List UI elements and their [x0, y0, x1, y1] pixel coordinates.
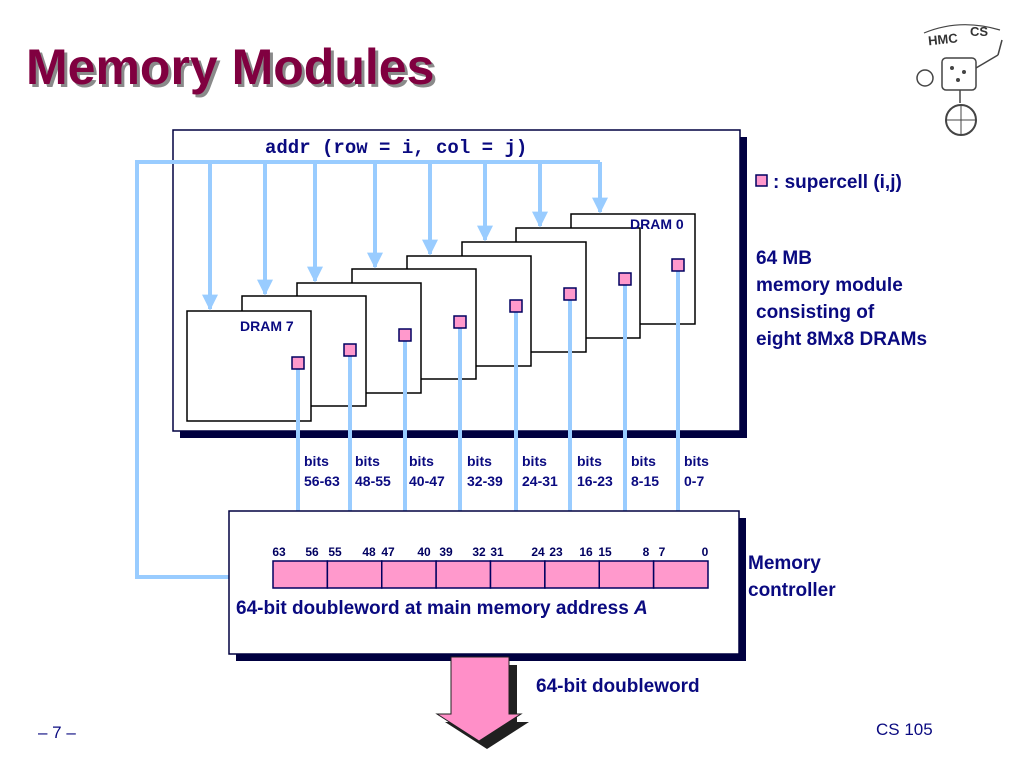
bit-label-range: 56-63 — [304, 473, 340, 489]
dram-7-label: DRAM 7 — [240, 318, 294, 334]
page-number: – 7 – — [38, 723, 76, 742]
memory-controller-label: Memory controller — [748, 550, 836, 604]
bit-position: 0 — [702, 545, 709, 559]
register-byte-cell — [326, 560, 383, 589]
bit-label-range: 48-55 — [355, 473, 391, 489]
controller-label-line: Memory — [748, 553, 821, 574]
data-arrows — [290, 271, 686, 536]
supercell — [398, 328, 412, 342]
bit-position: 55 — [328, 545, 342, 559]
supercell — [453, 315, 467, 329]
bit-position: 32 — [472, 545, 486, 559]
supercell — [671, 258, 685, 272]
slide-title: Memory Modules — [26, 39, 435, 95]
bit-position: 31 — [490, 545, 504, 559]
bit-label-top: bits — [304, 453, 329, 469]
bit-label-range: 0-7 — [684, 473, 704, 489]
register-byte-cell — [381, 560, 437, 589]
module-desc-line: eight 8Mx8 DRAMs — [756, 329, 928, 350]
bit-label-range: 40-47 — [409, 473, 445, 489]
register-byte-cell — [489, 560, 546, 589]
bit-label-range: 24-31 — [522, 473, 558, 489]
bit-position: 39 — [439, 545, 453, 559]
doubleword-label: 64-bit doubleword at main memory address… — [236, 598, 648, 619]
bit-label-top: bits — [631, 453, 656, 469]
output-arrow — [435, 656, 529, 749]
bit-position: 16 — [579, 545, 593, 559]
supercell — [509, 299, 523, 313]
bit-position: 24 — [531, 545, 545, 559]
addr-label: addr (row = i, col = j) — [265, 137, 527, 159]
doubleword-register — [272, 560, 709, 589]
dram-0-label: DRAM 0 — [630, 216, 684, 232]
bit-position: 47 — [381, 545, 395, 559]
register-byte-cell — [544, 560, 600, 589]
bit-label-range: 16-23 — [577, 473, 613, 489]
course-label: CS 105 — [876, 720, 933, 739]
hmc-cs-logo: HMC CS — [916, 24, 1003, 136]
bit-position: 15 — [598, 545, 612, 559]
svg-text:HMC: HMC — [927, 30, 959, 48]
bit-position: 7 — [659, 545, 666, 559]
supercell-legend-icon — [755, 174, 768, 187]
bit-range-labels: bits 56-63 bits 48-55 bits 40-47 bits 32-39 bits… — [304, 453, 709, 489]
register-byte-cell — [272, 560, 329, 589]
address-arrows — [202, 162, 608, 311]
module-desc-line: consisting of — [756, 302, 875, 323]
supercell — [618, 272, 632, 286]
bit-position: 48 — [362, 545, 376, 559]
bit-position: 56 — [305, 545, 319, 559]
supercells — [291, 258, 685, 370]
bit-position: 8 — [643, 545, 650, 559]
address-bus — [135, 160, 600, 579]
bit-label-top: bits — [467, 453, 492, 469]
svg-text:CS: CS — [970, 24, 988, 39]
output-label: 64-bit doubleword — [536, 676, 700, 697]
bit-position: 23 — [549, 545, 563, 559]
bit-label-top: bits — [355, 453, 380, 469]
supercell-legend-label: : supercell (i,j) — [773, 172, 902, 193]
dram-7-chip — [186, 310, 312, 422]
module-desc-line: memory module — [756, 275, 903, 296]
bit-position: 40 — [417, 545, 431, 559]
supercell — [291, 356, 305, 370]
controller-label-line: controller — [748, 580, 836, 601]
register-byte-cell — [652, 560, 709, 589]
register-byte-cell — [435, 560, 492, 589]
supercell — [563, 287, 577, 301]
supercell — [343, 343, 357, 357]
module-description: 64 MB memory module consisting of eight … — [756, 245, 927, 353]
bit-position: 63 — [272, 545, 286, 559]
bit-label-range: 32-39 — [467, 473, 503, 489]
module-desc-line: 64 MB — [756, 248, 812, 269]
bit-label-top: bits — [577, 453, 602, 469]
bit-label-top: bits — [409, 453, 434, 469]
register-byte-cell — [598, 560, 655, 589]
bit-label-top: bits — [684, 453, 709, 469]
bit-label-range: 8-15 — [631, 473, 659, 489]
bit-label-top: bits — [522, 453, 547, 469]
